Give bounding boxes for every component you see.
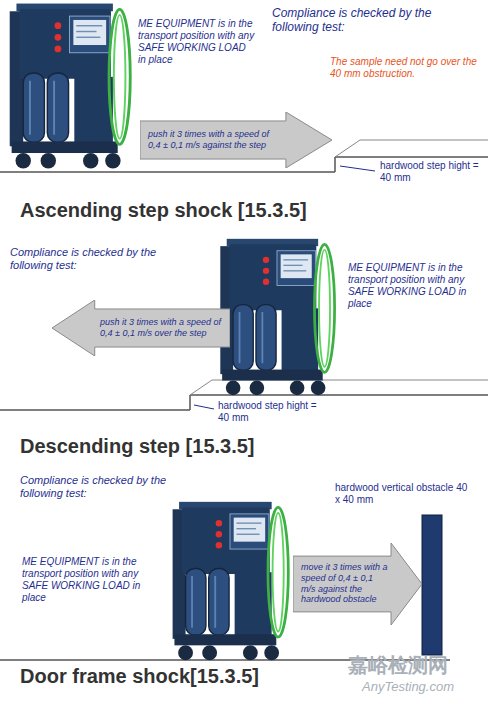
warning-note: The sample need not go over the 40 mm ob…: [330, 56, 480, 80]
arrow-text: move it 3 times with a speed of 0,4 ± 0,…: [301, 562, 388, 605]
push-arrow: move it 3 times with a speed of 0,4 ± 0,…: [293, 543, 422, 625]
push-arrow: push it 3 times with a speed of 0,4 ± 0,…: [52, 300, 230, 356]
dimension-label: hardwood step hight = 40 mm: [380, 160, 480, 184]
descending-step-scene: [0, 239, 488, 410]
note: ME EQUIPMENT is in the transport positio…: [138, 18, 256, 66]
panel-title: Ascending step shock [15.3.5]: [20, 198, 420, 222]
vertical-obstacle: [422, 515, 442, 655]
note: Compliance is checked by the following t…: [20, 474, 170, 500]
watermark: 嘉峪检测网: [348, 653, 458, 677]
note: ME EQUIPMENT is in the transport positio…: [22, 556, 150, 604]
push-arrow: push it 3 times with a speed of 0,4 ± 0,…: [140, 112, 332, 168]
panel-title: Door frame shock[15.3.5]: [20, 664, 340, 688]
door-frame-scene: [0, 502, 450, 660]
note: ME EQUIPMENT is in the transport positio…: [348, 262, 476, 310]
arrow-text: push it 3 times with a speed of 0,4 ± 0,…: [100, 317, 224, 339]
note: Compliance is checked by the following t…: [10, 246, 160, 272]
panel-title: Descending step [15.3.5]: [20, 434, 420, 458]
watermark: AnyTesting.com: [362, 679, 482, 695]
ascending-step-scene: [0, 4, 488, 172]
arrow-text: push it 3 times with a speed of 0,4 ± 0,…: [148, 129, 282, 151]
dimension-label: hardwood step hight = 40 mm: [218, 400, 328, 424]
dimension-label: hardwood vertical obstacle 40 x 40 mm: [335, 482, 475, 506]
note: Compliance is checked by the following t…: [272, 6, 452, 35]
